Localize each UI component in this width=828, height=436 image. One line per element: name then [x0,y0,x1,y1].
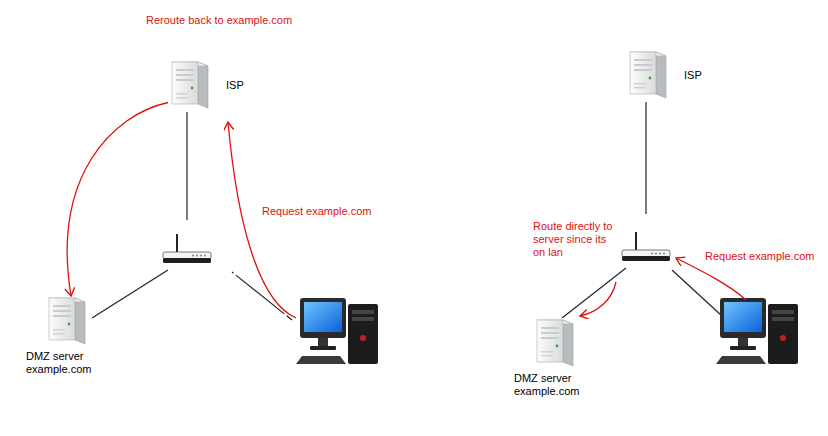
annotation-text: Request example.com [705,250,823,263]
pc-icon [296,298,378,364]
node-label: ISP [684,69,702,82]
wire [645,102,646,214]
node-label: DMZ server example.com [26,350,108,376]
annotation-text: Request example.com [262,205,392,218]
server-node: ISP [168,60,244,110]
annotation-text: Reroute back to example.com [146,14,346,27]
server-node: DMZ server example.com [26,296,108,376]
server-icon [45,296,89,346]
red-arrow [580,282,616,316]
annotation-text: Route directly to server since its on la… [533,220,619,259]
router-icon [622,232,670,261]
reroute-arrow [67,103,168,297]
node-label: ISP [226,79,244,92]
pc-icon [716,298,798,364]
server-node: ISP [626,50,702,100]
router-icon [163,234,211,263]
server-icon [626,50,670,100]
node-label: DMZ server example.com [514,372,596,398]
red-arrow [228,122,296,318]
red-arrow [676,258,746,300]
wire [562,268,626,318]
wire [186,112,187,220]
server-icon [533,318,577,368]
server-node: DMZ server example.com [514,318,596,398]
server-icon [168,60,212,110]
wire [92,270,168,318]
wire [672,270,722,316]
